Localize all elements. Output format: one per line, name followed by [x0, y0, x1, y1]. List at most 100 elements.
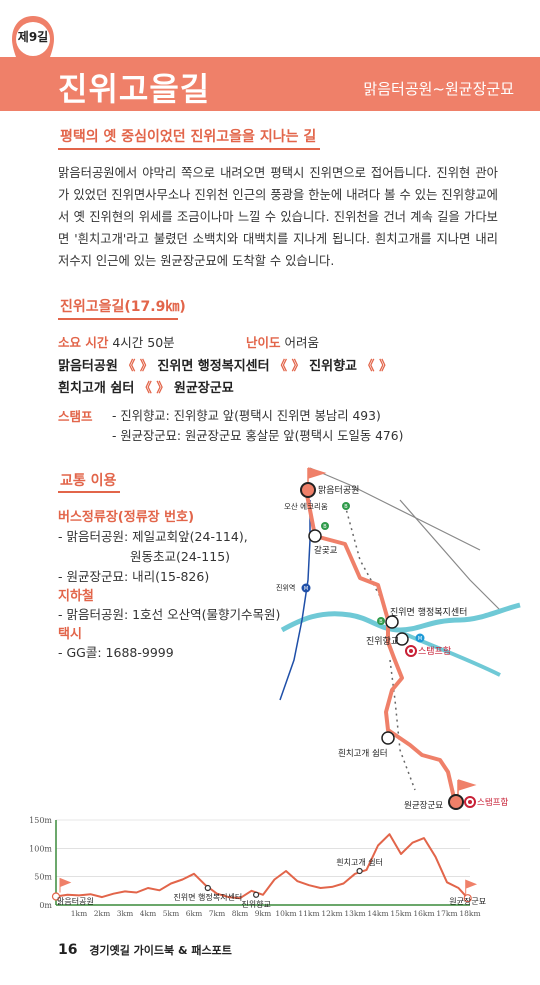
book-title: 경기옛길 가이드북 & 패스포트 [89, 944, 232, 957]
course-line-2: 흰치고개 쉼터 《 》 원균장군묘 [58, 377, 234, 396]
x-tick-label: 2km [94, 909, 110, 918]
subway-station-icon-glyph: M [304, 586, 308, 592]
waypoint-marker [385, 615, 399, 629]
x-tick-label: 13km [344, 909, 365, 918]
map-label-hyanggyo: 진위향교 [366, 635, 399, 647]
page-footer: 16 경기옛길 가이드북 & 패스포트 [58, 942, 232, 958]
bus-item: 원동초교(24-115) [130, 549, 231, 564]
course-heading: 진위고을길(17.9㎞) [60, 299, 186, 315]
time-row: 소요 시간 4시간 50분 [58, 332, 175, 351]
elevation-line [55, 833, 469, 900]
course-arrow: 《 》 [361, 359, 393, 374]
course-arrow: 《 》 [274, 359, 305, 374]
end-marker [448, 794, 464, 810]
x-tick-label: 3km [117, 909, 133, 918]
map-label-galgot: 갈곶교 [314, 546, 338, 556]
waypoint-point [253, 891, 260, 898]
bus-stop-icon-glyph: B [379, 619, 383, 625]
waypoint-marker [381, 731, 395, 745]
map-label-stamp: 스탬프함 [418, 645, 451, 657]
map-subway-line [279, 500, 311, 701]
x-tick-label: 12km [321, 909, 342, 918]
time-label: 소요 시간 [58, 335, 109, 350]
bus-stop-icon-glyph: B [323, 524, 327, 530]
x-tick-label: 11km [298, 909, 319, 918]
difficulty-value: 어려움 [284, 335, 320, 350]
intro-heading: 평택의 옛 중심이었던 진위고을을 지나는 길 [60, 129, 317, 145]
bus-stop-icon [377, 617, 385, 625]
stamp-label-row: 스탬프 [58, 406, 93, 425]
map-label-jinwi-station: 진위역 [276, 583, 295, 592]
map-route-line [304, 489, 456, 799]
header-band [0, 57, 540, 111]
bus-stop-icon-glyph: B [344, 504, 348, 510]
waypoint-marker [308, 529, 322, 543]
x-tick-label: 16km [413, 909, 434, 918]
flag-icon [59, 877, 72, 893]
course-point: 맑음터공원 [58, 359, 118, 374]
start-marker [300, 482, 316, 498]
map-label-park: 맑음터공원 [318, 484, 359, 496]
waypoint-label: 맑음터공원 [57, 897, 94, 906]
course-point: 원균장군묘 [173, 381, 234, 396]
bus-item: - 맑음터공원: 제일교회앞(24-114), [58, 529, 248, 544]
route-span: 맑음터공원~원균장군묘 [363, 80, 514, 98]
subway-item: - 맑음터공원: 1호선 오산역(물향기수목원) [58, 607, 281, 622]
route-map: B B B M M 맑음터공원 오산 에코리움 갈곶교 진위역 진위면 행정복지… [276, 467, 521, 811]
transport-underline [58, 491, 120, 493]
bus-heading: 버스정류장(정류장 번호) [58, 510, 195, 525]
bus-stop-icon [342, 502, 350, 510]
course-arrow: 《 》 [138, 381, 170, 396]
route-badge: 제9길 [17, 30, 49, 44]
x-tick-label: 4km [140, 909, 156, 918]
stamp-location: - 원균장군묘: 원균장군묘 홍살문 앞(평택시 도일동 476) [112, 429, 404, 443]
intro-underline [58, 148, 320, 150]
subway-station-icon [301, 583, 311, 593]
y-tick-label: 50m [34, 873, 52, 882]
intro-body: 맑음터공원에서 야막리 쪽으로 내려오면 평택시 진위면으로 접어듭니다. 진위… [58, 166, 498, 268]
x-tick-label: 10km [275, 909, 296, 918]
map-label-stamp: 스탬프함 [477, 797, 508, 808]
waypoint-point [51, 892, 61, 901]
map-grey-road [399, 499, 501, 611]
difficulty-row: 난이도 어려움 [246, 332, 319, 351]
course-line-1: 맑음터공원 《 》 진위면 행정복지센터 《 》 진위향교 《 》 [58, 355, 392, 374]
y-tick-label: 0m [39, 901, 52, 910]
transport-heading: 교통 이용 [60, 473, 117, 489]
x-tick-label: 14km [367, 909, 388, 918]
waypoint-label: 진위향교 [241, 899, 270, 909]
page-title: 진위고을길 [58, 70, 211, 108]
subway-station-icon-glyph: M [418, 636, 422, 642]
stamp-box-icon [468, 800, 472, 804]
waypoint-point [204, 884, 211, 892]
stamp-label: 스탬프 [58, 409, 93, 424]
map-label-office: 진위면 행정복지센터 [390, 606, 467, 618]
route-badge-pin-icon [12, 16, 54, 90]
y-tick-label: 100m [29, 844, 52, 853]
map-label-huichi: 흰치고개 쉼터 [338, 748, 388, 759]
map-label-osan-eco: 오산 에코리움 [284, 501, 328, 511]
x-tick-label: 5km [163, 909, 179, 918]
map-label-tomb: 원균장군묘 [404, 800, 443, 811]
x-tick-label: 15km [390, 909, 411, 918]
bus-stop-icon [321, 522, 329, 530]
stamp-box-icon [409, 649, 413, 653]
map-dotted-road [344, 504, 383, 601]
x-tick-label: 17km [436, 909, 457, 918]
subway-station-icon [415, 633, 425, 643]
x-tick-label: 1km [71, 909, 87, 918]
subway-heading: 지하철 [58, 589, 94, 604]
course-point: 진위면 행정복지센터 [157, 359, 270, 374]
waypoint-point [463, 894, 472, 903]
y-tick-label: 150m [29, 816, 52, 825]
course-arrow: 《 》 [122, 359, 153, 374]
page-number: 16 [58, 942, 78, 958]
time-value: 4시간 50분 [112, 335, 175, 350]
taxi-heading: 택시 [58, 627, 82, 642]
difficulty-label: 난이도 [246, 335, 281, 350]
waypoint-point [356, 867, 363, 875]
x-tick-label: 6km [186, 909, 202, 918]
course-point: 진위향교 [309, 359, 358, 374]
taxi-item: - GG콜: 1688-9999 [58, 645, 174, 660]
x-tick-label: 7km [209, 909, 225, 918]
